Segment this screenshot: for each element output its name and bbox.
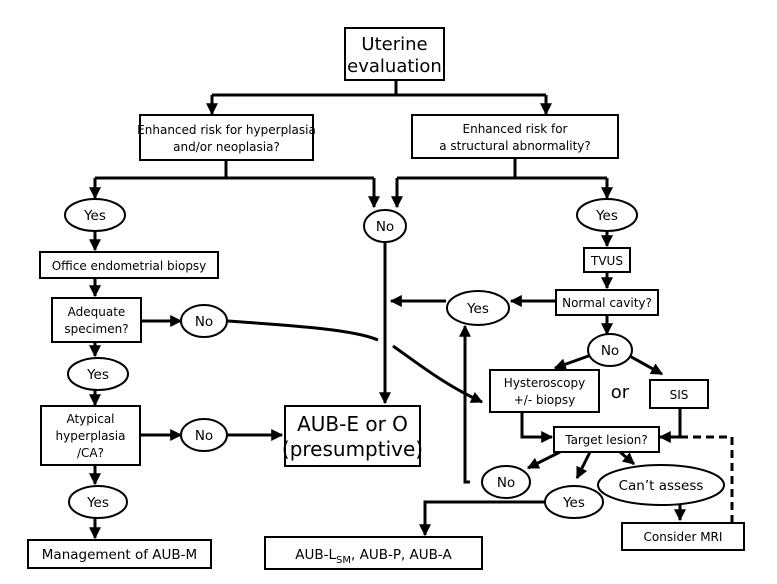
yes-left-node: Yes [64, 198, 126, 232]
atypical-box: Atypical hyperplasia /CA? [40, 405, 141, 466]
no-atypical-node: No [180, 418, 228, 452]
adequate-line2: specimen? [64, 322, 128, 336]
hysteroscopy-box: Hysteroscopy +/- biopsy [489, 369, 600, 413]
no-atypical-label: No [195, 428, 213, 444]
aub-l-box: AUB-LSM, AUB-P, AUB-A [264, 536, 483, 570]
adequate-specimen-box: Adequate specimen? [51, 297, 142, 343]
structural-question-box: Enhanced risk for a structural abnormali… [411, 114, 619, 159]
atypical-line1: Atypical [66, 412, 114, 426]
uterine-evaluation-box: Uterine evaluation [344, 27, 445, 81]
office-biopsy-label: Office endometrial biopsy [52, 259, 207, 273]
no-specimen-node: No [180, 304, 228, 338]
target-lesion-label: Target lesion? [564, 433, 648, 447]
target-lesion-box: Target lesion? [553, 426, 660, 453]
uterine-evaluation-line2: evaluation [347, 56, 442, 77]
structural-line1: Enhanced risk for [463, 122, 568, 136]
hyperplasia-line2: and/or neoplasia? [173, 140, 280, 154]
yes-adequate-label: Yes [86, 367, 109, 383]
structural-line2: a structural abnormality? [439, 139, 591, 153]
atypical-line3: /CA? [77, 446, 104, 460]
normal-cavity-label: Normal cavity? [562, 296, 652, 310]
yes-normal-node: Yes [446, 290, 510, 326]
sis-box: SIS [649, 379, 709, 409]
yes-left-label: Yes [83, 208, 106, 224]
no-center-label: No [376, 219, 394, 235]
yes-right-node: Yes [576, 198, 638, 232]
connectors [89, 80, 734, 540]
yes-atypical-label: Yes [86, 495, 109, 511]
no-center-node: No [363, 209, 407, 243]
yes-normal-label: Yes [466, 301, 489, 317]
office-biopsy-box: Office endometrial biopsy [39, 251, 219, 279]
management-box: Management of AUB-M [27, 539, 212, 569]
yes-target-label: Yes [562, 495, 585, 511]
uterine-evaluation-line1: Uterine [361, 34, 427, 55]
cant-assess-node: Can’t assess [597, 464, 725, 506]
yes-target-node: Yes [544, 485, 604, 519]
no-target-label: No [497, 475, 515, 491]
no-normal-node: No [587, 333, 633, 367]
aub-l-subscript: SM [336, 555, 351, 566]
aub-e-o-line2: (presumptive) [282, 437, 423, 461]
normal-cavity-box: Normal cavity? [555, 289, 659, 316]
aub-l-suffix: , AUB-P, AUB-A [351, 547, 453, 563]
atypical-line2: hyperplasia [56, 429, 126, 443]
aub-e-o-box: AUB-E or O (presumptive) [282, 405, 423, 467]
consider-mri-box: Consider MRI [621, 522, 745, 551]
hysteroscopy-line1: Hysteroscopy [504, 376, 585, 390]
sis-label: SIS [670, 388, 689, 402]
hysteroscopy-line2: +/- biopsy [514, 393, 576, 407]
hyperplasia-line1: Enhanced risk for hyperplasia [137, 123, 316, 137]
yes-adequate-node: Yes [67, 357, 129, 391]
yes-atypical-node: Yes [68, 485, 128, 519]
aub-l-label: AUB-LSM, AUB-P, AUB-A [295, 547, 452, 566]
yes-right-label: Yes [595, 208, 618, 224]
no-target-node: No [481, 465, 531, 499]
consider-mri-label: Consider MRI [644, 530, 723, 544]
or-label: or [611, 382, 630, 403]
cant-assess-label: Can’t assess [619, 478, 704, 494]
tvus-box: TVUS [583, 247, 631, 273]
no-normal-label: No [601, 343, 619, 359]
aub-e-o-line1: AUB-E or O [297, 412, 408, 436]
tvus-label: TVUS [590, 254, 623, 268]
no-specimen-label: No [195, 314, 213, 330]
hyperplasia-question-box: Enhanced risk for hyperplasia and/or neo… [137, 114, 316, 161]
management-label: Management of AUB-M [42, 547, 197, 563]
adequate-line1: Adequate [68, 305, 126, 319]
aub-l-prefix: AUB-L [295, 547, 336, 563]
